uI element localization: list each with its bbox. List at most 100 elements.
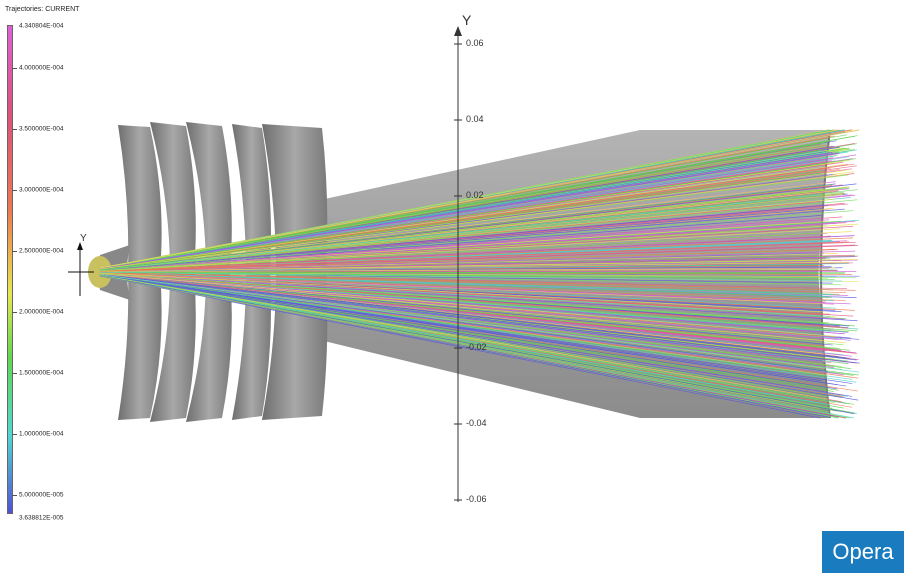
trajectory xyxy=(99,272,851,305)
trajectory xyxy=(99,250,856,272)
y-axis-arrow xyxy=(454,26,462,36)
trajectory xyxy=(99,153,840,270)
trajectory xyxy=(99,162,828,270)
trajectory xyxy=(99,273,838,340)
y-axis-tick-label: 0.02 xyxy=(466,190,484,200)
colorbar xyxy=(7,25,13,514)
triad-y-label: Y xyxy=(80,233,87,244)
trajectory xyxy=(99,267,836,273)
trajectory xyxy=(99,273,847,353)
trajectory xyxy=(99,275,855,415)
trajectory xyxy=(99,272,845,320)
trajectory xyxy=(99,225,827,272)
colorbar-tick xyxy=(12,434,17,436)
trajectory xyxy=(99,190,837,271)
trajectory xyxy=(99,259,858,273)
trajectory xyxy=(99,271,845,274)
colorbar-tick xyxy=(12,495,17,497)
colorbar-tick xyxy=(12,128,17,130)
trajectory xyxy=(99,272,828,297)
trajectory xyxy=(99,274,828,377)
y-axis-ticks xyxy=(454,43,462,501)
trajectory xyxy=(99,273,846,335)
colorbar-min-label: 3.638812E-005 xyxy=(19,514,64,522)
trajectory xyxy=(99,182,825,270)
trajectory xyxy=(99,274,823,362)
trajectory xyxy=(99,194,821,271)
trajectory xyxy=(99,172,823,270)
trajectory xyxy=(99,274,828,372)
trajectory xyxy=(99,273,846,344)
trajectory xyxy=(99,228,841,272)
trajectory xyxy=(99,272,856,291)
trajectory xyxy=(99,272,855,311)
y-axis-tick-label: -0.06 xyxy=(466,494,487,504)
trajectory xyxy=(99,134,847,269)
colorbar-tick xyxy=(12,250,17,252)
colorbar-tick-label: 1.500000E-004 xyxy=(19,369,64,377)
trajectory xyxy=(99,237,853,272)
y-axis-tick-label: -0.04 xyxy=(466,418,487,428)
colorbar-tick-label: 3.000000E-004 xyxy=(19,186,64,194)
y-axis-tick-label: 0.04 xyxy=(466,114,484,124)
trajectory xyxy=(99,204,829,271)
y-axis-tick-label: 0.06 xyxy=(466,38,484,48)
colorbar-tick xyxy=(12,312,17,314)
trajectory xyxy=(99,273,837,338)
colorbar-tick-label: 3.500000E-004 xyxy=(19,125,64,133)
y-axis-tick-label: -0.02 xyxy=(466,342,487,352)
trajectory xyxy=(99,235,831,272)
trajectory xyxy=(99,275,830,406)
trajectory xyxy=(99,273,850,351)
colorbar-title: Trajectories: CURRENT xyxy=(5,6,80,13)
trajectory xyxy=(99,184,834,271)
trajectory xyxy=(99,220,856,271)
particle-trajectories xyxy=(99,129,860,419)
trajectory xyxy=(99,273,849,329)
trajectory xyxy=(99,189,827,271)
colorbar-max-label: 4.340804E-004 xyxy=(19,22,64,30)
trajectory xyxy=(99,274,834,392)
trajectory xyxy=(99,274,828,398)
colorbar-tick-label: 4.000000E-004 xyxy=(19,64,64,72)
trajectory xyxy=(99,275,830,413)
trajectory xyxy=(99,272,830,317)
emitter-tip xyxy=(88,256,112,288)
trajectory xyxy=(99,275,836,404)
trajectory xyxy=(99,274,842,367)
trajectory xyxy=(99,163,847,270)
colorbar-tick-label: 1.000000E-004 xyxy=(19,430,64,438)
trajectory xyxy=(99,217,825,271)
trajectory xyxy=(99,197,831,271)
trajectory xyxy=(99,272,824,313)
trajectory xyxy=(99,129,837,269)
y-axis-title: Y xyxy=(462,12,472,28)
trajectory xyxy=(99,144,823,269)
trajectory xyxy=(99,232,821,272)
colorbar-tick xyxy=(12,189,17,191)
trajectory xyxy=(99,274,853,384)
trajectory xyxy=(99,248,838,272)
colorbar-tick xyxy=(12,67,17,69)
trajectory xyxy=(99,271,842,286)
colorbar-tick-label: 5.000000E-005 xyxy=(19,491,64,499)
trajectory xyxy=(99,274,853,397)
colorbar-tick xyxy=(12,373,17,375)
coordinate-triad xyxy=(68,242,94,296)
trajectory xyxy=(99,274,838,390)
trajectory xyxy=(99,272,847,293)
trajectory xyxy=(99,263,849,273)
trajectory xyxy=(99,273,833,346)
trajectory xyxy=(99,241,850,272)
trajectory xyxy=(99,208,823,271)
colorbar-tick-label: 2.000000E-004 xyxy=(19,308,64,316)
colorbar-tick-label: 2.500000E-004 xyxy=(19,247,64,255)
trajectory xyxy=(99,275,828,400)
trajectory xyxy=(99,273,841,326)
trajectory xyxy=(99,274,847,387)
trajectory xyxy=(99,245,859,272)
trajectory xyxy=(99,129,860,269)
trajectory xyxy=(99,215,822,271)
trajectory xyxy=(99,274,860,373)
